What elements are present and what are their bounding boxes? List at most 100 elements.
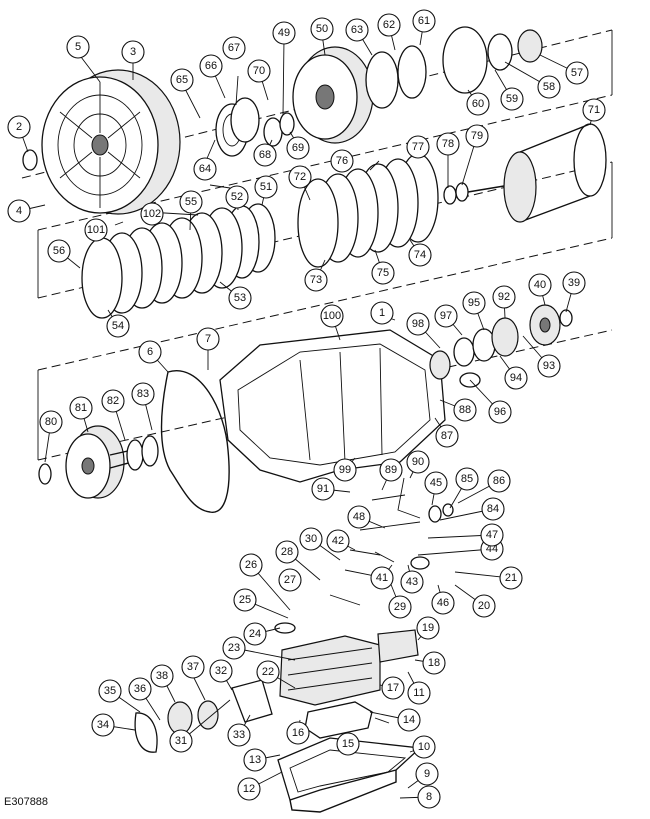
callout-98: 98: [406, 312, 430, 336]
callout-102: 102: [140, 202, 164, 226]
callout-100: 100: [320, 304, 344, 328]
callout-number: 2: [16, 121, 22, 133]
callout-77: 77: [406, 135, 430, 159]
callout-14: 14: [397, 708, 421, 732]
callout-86: 86: [487, 469, 511, 493]
callout-16: 16: [286, 721, 310, 745]
callout-39: 39: [562, 271, 586, 295]
callout-number: 79: [471, 130, 483, 142]
callout-17: 17: [381, 676, 405, 700]
callout-number: 93: [543, 360, 555, 372]
callout-number: 90: [412, 456, 424, 468]
callout-94: 94: [504, 366, 528, 390]
callout-number: 13: [249, 754, 261, 766]
callout-number: 43: [406, 576, 418, 588]
callout-11: 11: [407, 681, 431, 705]
callout-number: 20: [478, 600, 490, 612]
callout-72: 72: [288, 165, 312, 189]
callout-62: 62: [377, 13, 401, 37]
callout-number: 27: [284, 574, 296, 586]
callout-21: 21: [499, 566, 523, 590]
callout-number: 31: [175, 735, 187, 747]
callout-89: 89: [379, 458, 403, 482]
callout-number: 78: [442, 138, 454, 150]
callout-78: 78: [436, 132, 460, 156]
callout-number: 12: [243, 783, 255, 795]
callout-6: 6: [138, 340, 162, 364]
callout-number: 15: [342, 738, 354, 750]
callout-79: 79: [465, 124, 489, 148]
callout-number: 57: [571, 67, 583, 79]
callout-101: 101: [84, 218, 108, 242]
pump-components: [22, 26, 543, 171]
callout-number: 6: [147, 346, 153, 358]
oil-pan: [277, 737, 422, 813]
callout-number: 46: [437, 597, 449, 609]
callout-number: 9: [424, 768, 430, 780]
callout-28: 28: [275, 540, 299, 564]
callout-number: 60: [472, 98, 484, 110]
callout-41: 41: [370, 566, 394, 590]
callout-58: 58: [537, 75, 561, 99]
callout-number: 4: [16, 205, 22, 217]
clutch-plate-pack-upper: [297, 153, 439, 268]
callout-number: 71: [588, 104, 600, 116]
callout-80: 80: [39, 410, 63, 434]
shift-linkage-parts: [147, 184, 454, 634]
callout-40: 40: [528, 273, 552, 297]
callout-51: 51: [254, 175, 278, 199]
callout-number: 21: [505, 572, 517, 584]
callout-20: 20: [472, 594, 496, 618]
callout-96: 96: [488, 400, 512, 424]
callout-4: 4: [7, 199, 31, 223]
callout-75: 75: [371, 261, 395, 285]
callout-64: 64: [193, 157, 217, 181]
callout-number: 22: [262, 666, 274, 678]
callout-42: 42: [326, 529, 350, 553]
callout-number: 62: [383, 19, 395, 31]
callout-number: 45: [430, 477, 442, 489]
callout-49: 49: [272, 21, 296, 45]
callout-95: 95: [462, 291, 486, 315]
callout-number: 84: [487, 503, 499, 515]
callout-number: 59: [506, 93, 518, 105]
callout-number: 96: [494, 406, 506, 418]
callout-number: 61: [418, 15, 430, 27]
callout-number: 83: [137, 388, 149, 400]
callout-number: 33: [233, 729, 245, 741]
callout-number: 35: [104, 685, 116, 697]
callout-97: 97: [434, 304, 458, 328]
callout-number: 64: [199, 163, 211, 175]
callout-number: 7: [205, 333, 211, 345]
callout-2: 2: [7, 115, 31, 139]
callout-67: 67: [222, 36, 246, 60]
callout-23: 23: [222, 636, 246, 660]
callout-34: 34: [91, 713, 115, 737]
callout-number: 34: [97, 719, 109, 731]
callout-number: 74: [414, 249, 426, 261]
callout-66: 66: [199, 54, 223, 78]
callout-number: 68: [259, 149, 271, 161]
callout-number: 58: [543, 81, 555, 93]
callout-number: 18: [428, 657, 440, 669]
callout-number: 49: [278, 27, 290, 39]
callout-number: 100: [323, 310, 341, 322]
callout-number: 26: [245, 559, 257, 571]
case-gasket: [160, 369, 230, 513]
callout-number: 97: [440, 310, 452, 322]
callout-33: 33: [227, 723, 251, 747]
callout-76: 76: [330, 149, 354, 173]
callout-65: 65: [170, 68, 194, 92]
callout-47: 47: [480, 523, 504, 547]
callout-31: 31: [169, 729, 193, 753]
callout-18: 18: [422, 651, 446, 675]
callout-83: 83: [131, 382, 155, 406]
callout-number: 98: [412, 318, 424, 330]
callout-number: 99: [339, 464, 351, 476]
callout-number: 50: [316, 23, 328, 35]
callout-8: 8: [417, 785, 441, 809]
callout-59: 59: [500, 87, 524, 111]
callout-number: 86: [493, 475, 505, 487]
callout-12: 12: [237, 777, 261, 801]
